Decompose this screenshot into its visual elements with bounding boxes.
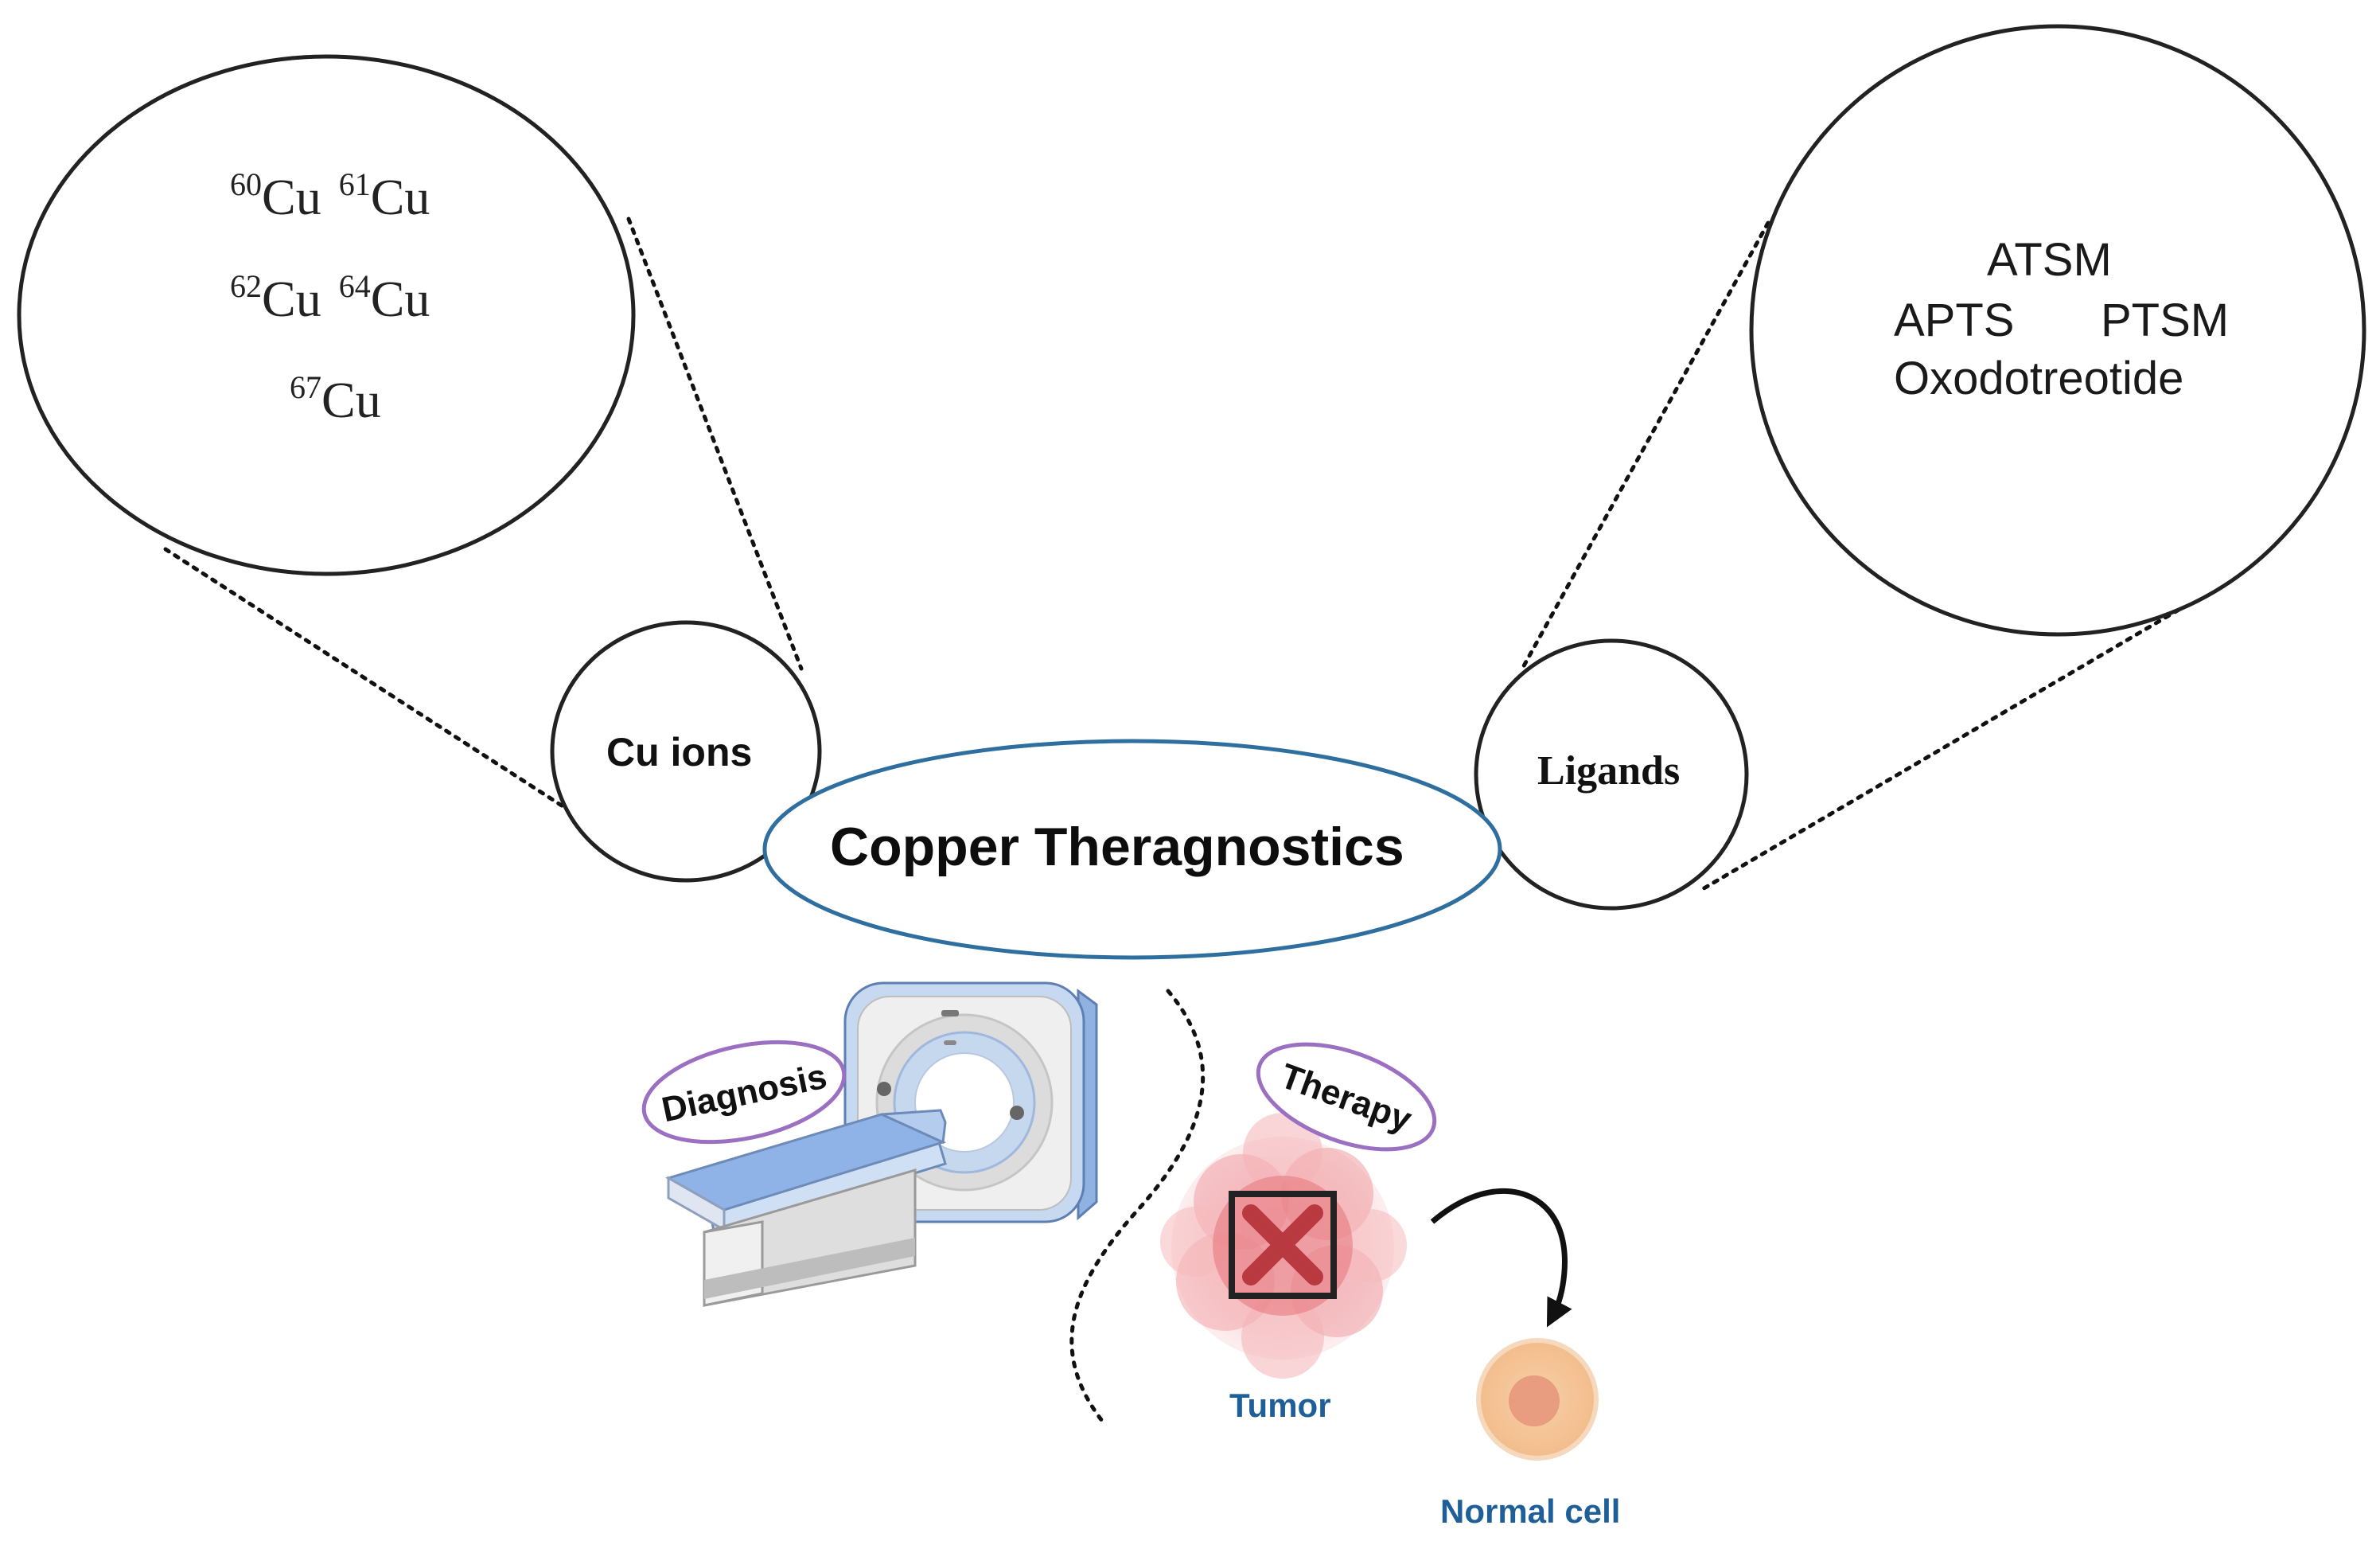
cu-ions-connectors bbox=[163, 217, 804, 811]
ligands-circle bbox=[1474, 638, 1749, 911]
cu-connector-upper bbox=[626, 217, 804, 671]
therapy-pill: Therapy bbox=[1256, 1042, 1437, 1152]
ligand-connector-lower bbox=[1699, 596, 2200, 892]
ct-scanner-icon bbox=[665, 981, 1098, 1307]
isotope-67-symbol: Cu bbox=[321, 372, 381, 428]
ligand-oxodotreotide: Oxodotreotide bbox=[1894, 353, 2184, 404]
isotope-64-mass: 64 bbox=[338, 268, 371, 304]
separator-curve bbox=[1069, 989, 1206, 1423]
isotope-64-symbol: Cu bbox=[370, 271, 430, 327]
ligand-connector-upper bbox=[1519, 220, 1770, 673]
isotope-row-2: 62Cu 64Cu bbox=[225, 271, 430, 325]
isotope-60-symbol: Cu bbox=[262, 169, 321, 225]
ligands-connectors bbox=[1519, 220, 2200, 892]
ligand-apts: APTS bbox=[1894, 295, 2015, 346]
isotope-61-mass: 61 bbox=[338, 166, 371, 202]
tumor-label: Tumor bbox=[1229, 1387, 1331, 1424]
normal-cell-icon bbox=[1476, 1338, 1599, 1461]
normal-cell-label: Normal cell bbox=[1440, 1492, 1621, 1530]
ligand-ptsm: PTSM bbox=[2101, 295, 2230, 346]
isotope-62-mass: 62 bbox=[230, 268, 262, 304]
cu-ions-circle bbox=[550, 620, 822, 883]
cu-connector-lower bbox=[163, 547, 569, 811]
isotope-62-symbol: Cu bbox=[262, 271, 321, 327]
isotope-row-1: 60Cu 61Cu bbox=[225, 169, 430, 223]
isotope-60-mass: 60 bbox=[230, 166, 262, 202]
ligand-atsm: ATSM bbox=[1987, 234, 2112, 286]
cross-icon-b bbox=[1242, 1204, 1323, 1285]
isotope-61-symbol: Cu bbox=[370, 169, 430, 225]
center-title: Copper Theragnostics bbox=[830, 817, 1404, 877]
tumor-target-box bbox=[1229, 1191, 1337, 1299]
cu-isotopes-circle bbox=[17, 54, 636, 576]
center-ellipse bbox=[762, 739, 1502, 960]
isotope-67-mass: 67 bbox=[290, 369, 321, 405]
ligands-label: Ligands bbox=[1537, 748, 1681, 794]
ligand-list-circle bbox=[1749, 24, 2366, 637]
curved-arrow-icon bbox=[1430, 1188, 1572, 1328]
cu-ions-label: Cu ions bbox=[606, 730, 753, 774]
tumor-icon bbox=[1160, 1113, 1407, 1379]
diagnosis-pill: Diagnosis bbox=[641, 1040, 847, 1145]
isotope-row-3: 67Cu bbox=[285, 372, 381, 426]
